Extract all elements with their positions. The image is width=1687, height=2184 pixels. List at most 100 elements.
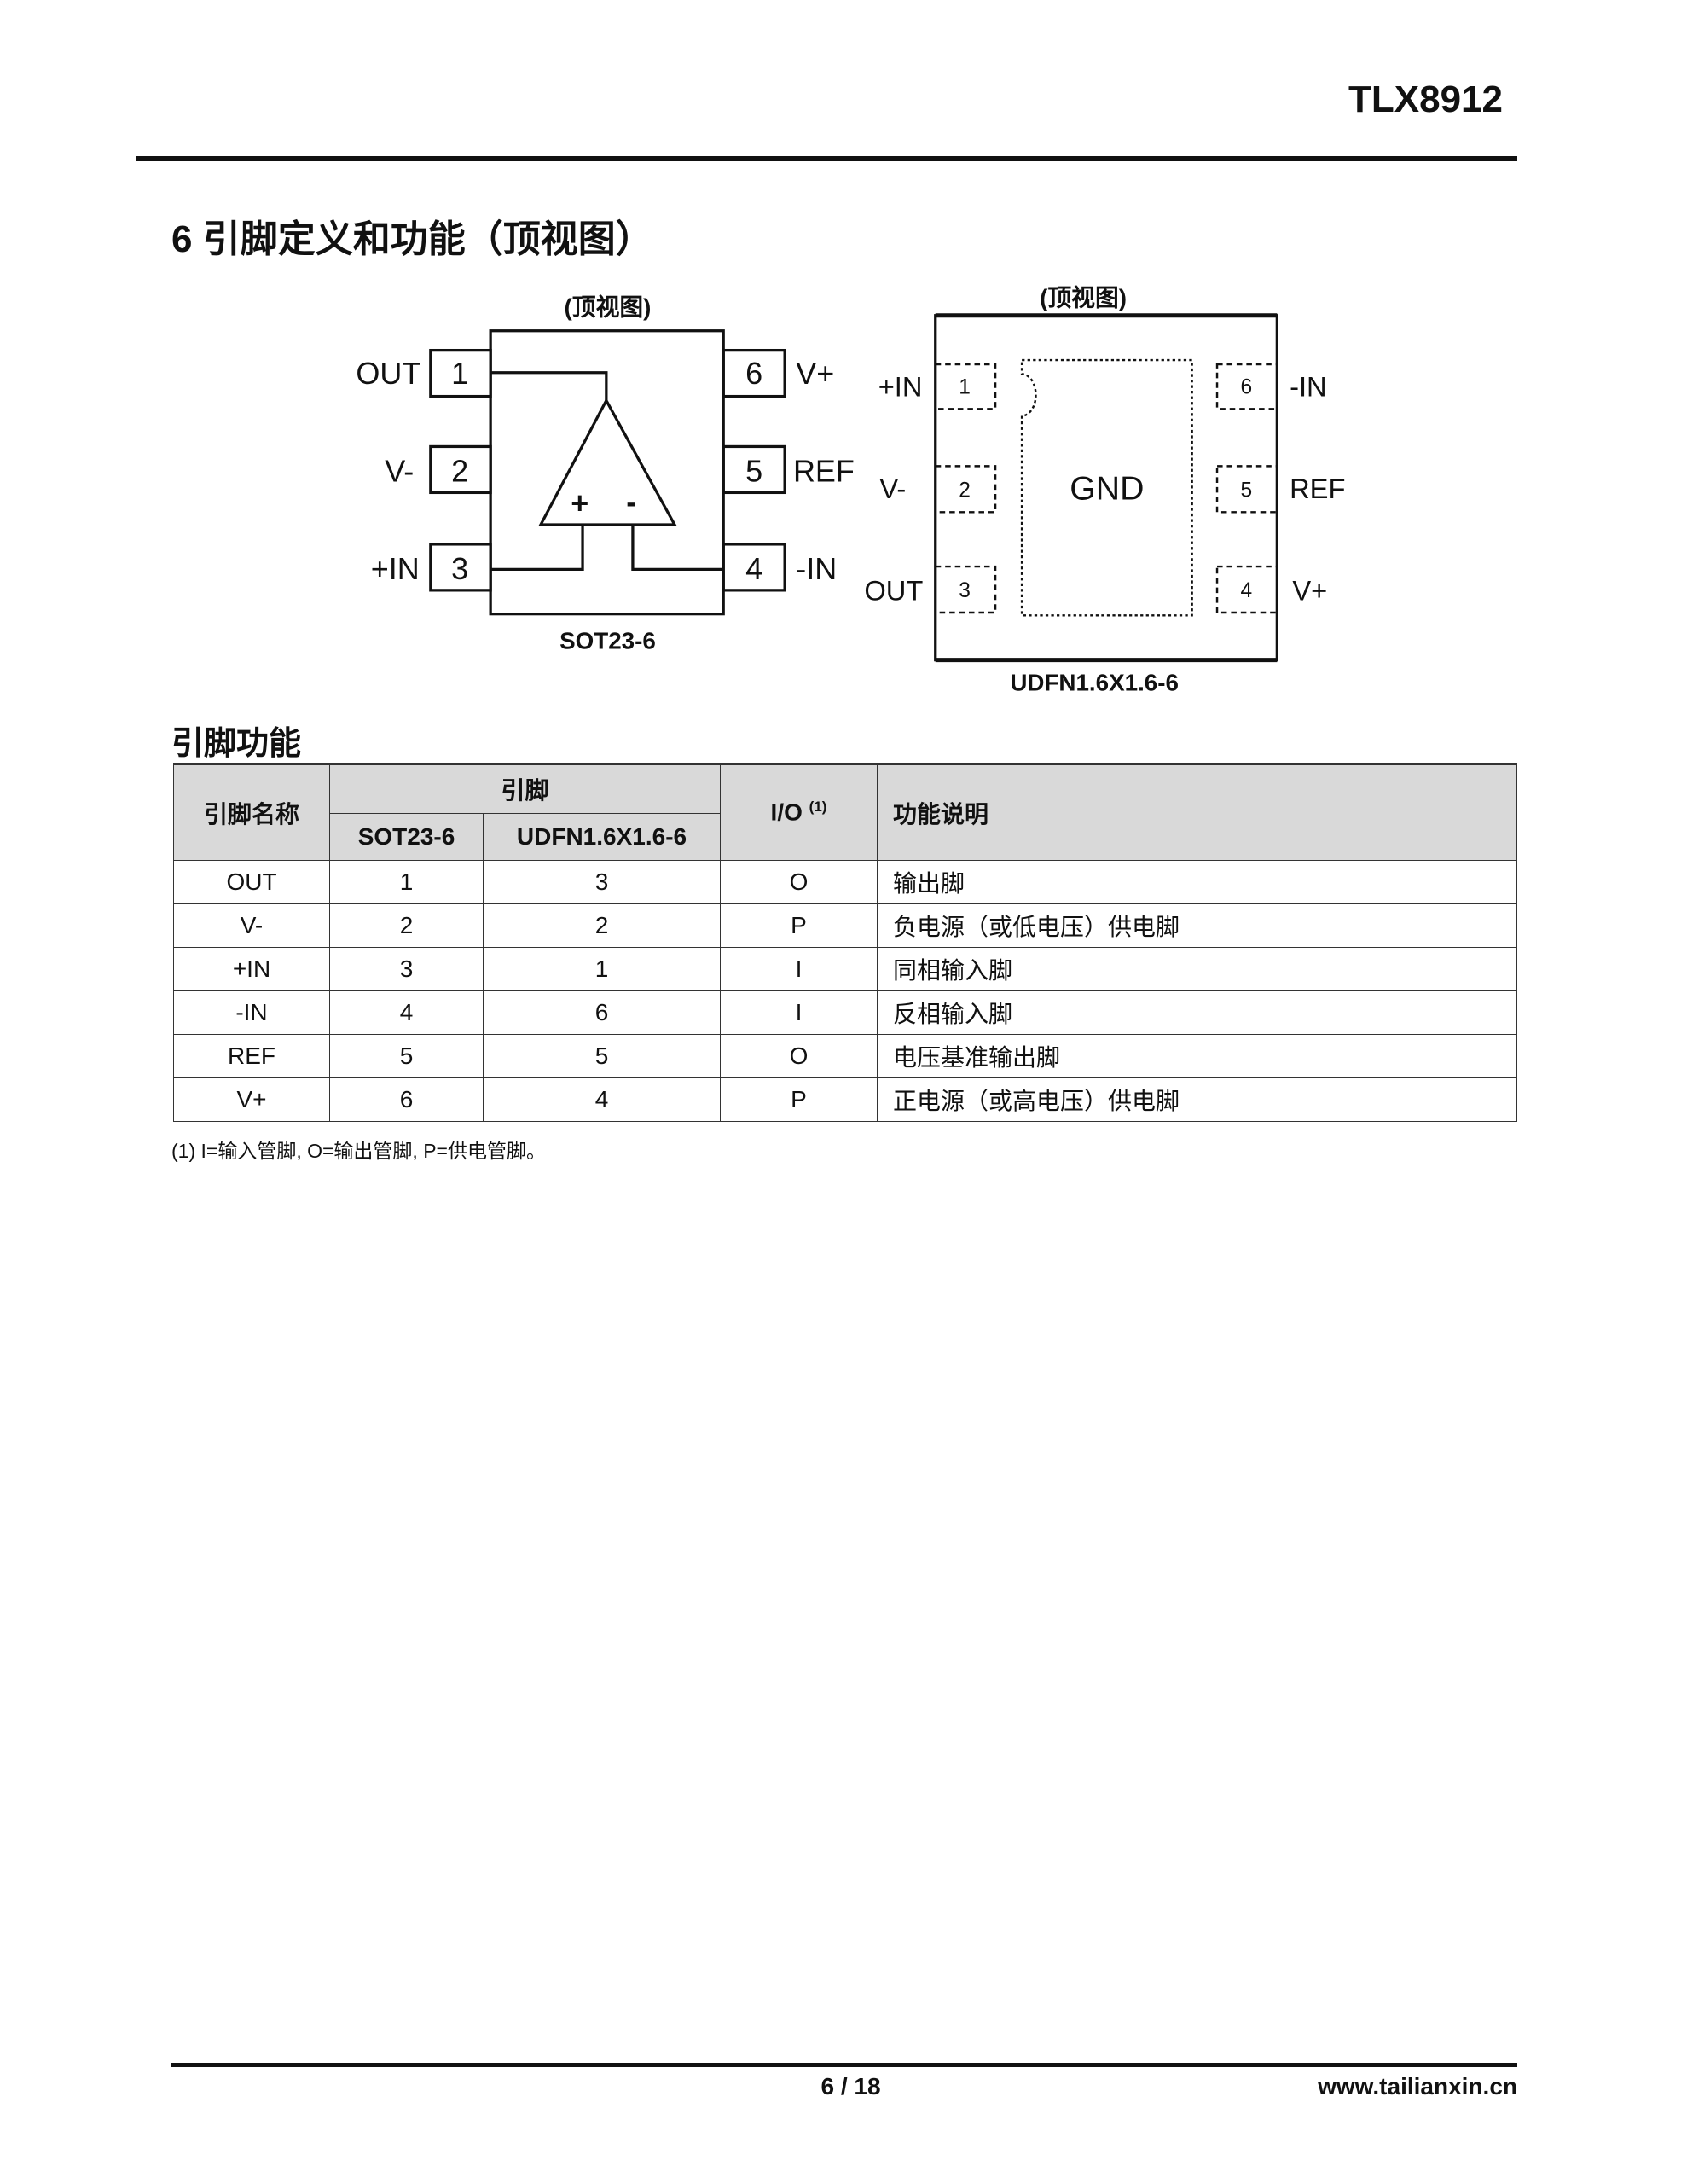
website: www.tailianxin.cn bbox=[1318, 2073, 1517, 2100]
udfn-pad-2 bbox=[934, 465, 997, 514]
sot23-6-diagram: (顶视图) + - 1 2 3 6 5 4 OUT V- +IN V+ REF … bbox=[356, 294, 854, 654]
pin-label: -IN bbox=[1290, 371, 1327, 403]
desc-cell: 正电源（或高电压）供电脚 bbox=[877, 1077, 1517, 1122]
pin-number: 6 bbox=[745, 356, 762, 391]
pin-label: V- bbox=[385, 453, 414, 488]
desc-cell: 同相输入脚 bbox=[877, 947, 1517, 991]
io-cell: I bbox=[720, 947, 878, 991]
sot-pin-cell: 1 bbox=[329, 860, 484, 904]
pad-number: 3 bbox=[959, 579, 971, 602]
udfn-pad-1 bbox=[934, 363, 997, 410]
pin-label: OUT bbox=[864, 574, 923, 606]
udfn-pin-cell: 6 bbox=[483, 990, 721, 1035]
sot-pin-cell: 3 bbox=[329, 947, 484, 991]
sot-top-view-label: (顶视图) bbox=[565, 294, 652, 321]
header-pin: 引脚 bbox=[329, 763, 721, 814]
sot-pin-cell: 5 bbox=[329, 1034, 484, 1078]
udfn-package-label: UDFN1.6X1.6-6 bbox=[1010, 670, 1179, 696]
udfn-pad-6 bbox=[1215, 363, 1278, 410]
pin-name-cell: -IN bbox=[173, 990, 330, 1035]
pad-number: 5 bbox=[1241, 479, 1253, 502]
udfn-pin-cell: 4 bbox=[483, 1077, 721, 1122]
pin-number: 5 bbox=[745, 453, 762, 488]
pad-number: 4 bbox=[1241, 579, 1253, 602]
footer-rule bbox=[171, 2063, 1517, 2067]
sot-package-label: SOT23-6 bbox=[559, 628, 656, 654]
opamp-plus: + bbox=[571, 485, 588, 520]
udfn-pin-cell: 1 bbox=[483, 947, 721, 991]
io-cell: O bbox=[720, 1034, 878, 1078]
gnd-pad bbox=[1020, 358, 1193, 617]
sot-pin-4 bbox=[722, 543, 786, 592]
pad-number: 1 bbox=[959, 375, 971, 398]
pin-name-cell: V- bbox=[173, 903, 330, 948]
header-sot: SOT23-6 bbox=[329, 813, 484, 861]
io-cell: O bbox=[720, 860, 878, 904]
pin-name-cell: V+ bbox=[173, 1077, 330, 1122]
pin-label: +IN bbox=[371, 551, 420, 586]
pin-label: OUT bbox=[356, 356, 420, 391]
pin-label: V+ bbox=[1292, 574, 1327, 606]
sot-pin-cell: 2 bbox=[329, 903, 484, 948]
header-rule bbox=[136, 156, 1517, 161]
sot-pin-2 bbox=[429, 444, 492, 495]
pin-number: 4 bbox=[745, 551, 762, 586]
document-id: TLX8912 bbox=[1348, 78, 1503, 120]
pin-label: REF bbox=[1290, 473, 1345, 504]
pad-number: 2 bbox=[959, 479, 971, 502]
pin-label: +IN bbox=[878, 371, 923, 403]
sot-pin-6 bbox=[722, 348, 786, 398]
desc-cell: 反相输入脚 bbox=[877, 990, 1517, 1035]
sot-pin-5 bbox=[722, 444, 786, 495]
page-number: 6 / 18 bbox=[820, 2073, 881, 2100]
udfn-pad-3 bbox=[934, 565, 997, 614]
sot-pin-cell: 6 bbox=[329, 1077, 484, 1122]
io-label: I/O bbox=[770, 799, 803, 826]
pin-label: -IN bbox=[796, 551, 837, 586]
sot-in-plus-wire bbox=[490, 525, 584, 571]
pad-number: 6 bbox=[1241, 375, 1253, 398]
pin-number: 1 bbox=[451, 356, 468, 391]
desc-cell: 输出脚 bbox=[877, 860, 1517, 904]
udfn-pad-5 bbox=[1215, 465, 1278, 514]
udfn-diagram: (顶视图) GND 1 2 3 6 5 4 +IN V- bbox=[864, 284, 1345, 695]
udfn-pin-cell: 5 bbox=[483, 1034, 721, 1078]
header-desc: 功能说明 bbox=[877, 763, 1517, 861]
io-footnote-ref: (1) bbox=[809, 799, 827, 816]
opamp-minus: - bbox=[626, 484, 636, 519]
section-title: 6 引脚定义和功能（顶视图） bbox=[171, 218, 653, 260]
udfn-pad-4 bbox=[1215, 565, 1278, 614]
pin-label: V+ bbox=[796, 356, 834, 391]
sot-in-minus-wire bbox=[631, 525, 724, 571]
udfn-pin-cell: 3 bbox=[483, 860, 721, 904]
sot-pin-cell: 4 bbox=[329, 990, 484, 1035]
desc-cell: 电压基准输出脚 bbox=[877, 1034, 1517, 1078]
opamp-symbol bbox=[538, 398, 677, 526]
pin-number: 2 bbox=[451, 453, 468, 488]
header-pin-name: 引脚名称 bbox=[173, 763, 330, 861]
header-udfn: UDFN1.6X1.6-6 bbox=[483, 813, 721, 861]
desc-cell: 负电源（或低电压）供电脚 bbox=[877, 903, 1517, 948]
udfn-top-view-label: (顶视图) bbox=[1040, 284, 1127, 311]
sot-pin-3 bbox=[429, 543, 492, 592]
pin-label: REF bbox=[793, 453, 855, 488]
io-cell: P bbox=[720, 1077, 878, 1122]
pin-name-cell: +IN bbox=[173, 947, 330, 991]
table-footnote: (1) I=输入管脚, O=输出管脚, P=供电管脚。 bbox=[171, 1140, 546, 1162]
pinout-diagrams: (顶视图) + - 1 2 3 6 5 4 OUT V- +IN V+ REF … bbox=[356, 284, 1345, 695]
udfn-pin-cell: 2 bbox=[483, 903, 721, 948]
io-cell: I bbox=[720, 990, 878, 1035]
sot-out-wire bbox=[490, 371, 608, 401]
gnd-label: GND bbox=[1070, 470, 1144, 508]
pin-name-cell: OUT bbox=[173, 860, 330, 904]
header-io: I/O (1) bbox=[720, 763, 878, 861]
pin-function-title: 引脚功能 bbox=[171, 726, 302, 762]
pin-label: V- bbox=[879, 473, 906, 504]
pin-number: 3 bbox=[451, 551, 468, 586]
pin-name-cell: REF bbox=[173, 1034, 330, 1078]
